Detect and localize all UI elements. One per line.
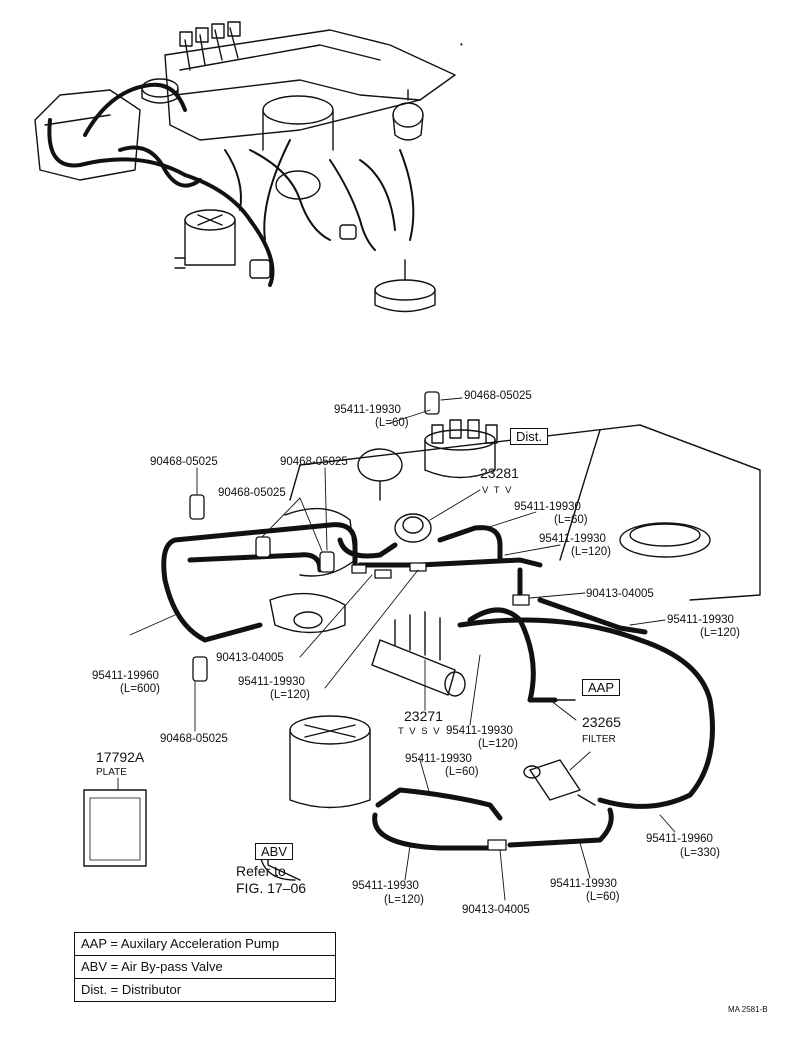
dist-tag: Dist. bbox=[510, 428, 548, 445]
hose-center-number: 95411-19930 bbox=[238, 676, 305, 688]
hose-clips bbox=[189, 391, 440, 682]
hose-bottom-left-length: (L=120) bbox=[384, 894, 424, 906]
abv-tag: ABV bbox=[255, 843, 294, 860]
hose-right-lower-number: 95411-19930 bbox=[667, 614, 734, 626]
aap-tag: AAP bbox=[582, 679, 621, 696]
hose-right-lower-length: (L=120) bbox=[700, 627, 740, 639]
hose-tvsv-number: 95411-19930 bbox=[446, 725, 513, 737]
clip-center-label: 90468-05025 bbox=[280, 456, 348, 468]
hose-abv-top-length: (L=60) bbox=[445, 766, 479, 778]
hose-top-length: (L=60) bbox=[375, 417, 409, 429]
legend-row-abv: ABV = Air By-pass Valve bbox=[75, 956, 335, 979]
vtv-number: 23281 bbox=[480, 465, 519, 481]
hose-bottom-left-number: 95411-19930 bbox=[352, 880, 419, 892]
clip-top-label: 90468-05025 bbox=[464, 390, 532, 402]
plate-number: 17792A bbox=[96, 749, 145, 765]
hose-right-upper-length: (L=120) bbox=[571, 546, 611, 558]
vacuum-hoses bbox=[161, 522, 715, 851]
hose-center-length: (L=120) bbox=[270, 689, 310, 701]
filter-number: 23265 bbox=[582, 714, 621, 730]
legend-row-aap: AAP = Auxilary Acceleration Pump bbox=[75, 933, 335, 956]
plate-name: PLATE bbox=[96, 767, 127, 778]
hose-long-right-number: 95411-19960 bbox=[646, 833, 713, 845]
tvsv-number: 23271 bbox=[404, 708, 443, 724]
tee-left-label: 90413-04005 bbox=[216, 652, 284, 664]
engine-overview-illustration bbox=[34, 21, 456, 313]
engine-body-outline bbox=[83, 419, 761, 881]
hose-top-number: 95411-19930 bbox=[334, 404, 401, 416]
svg-text:•: • bbox=[460, 40, 463, 49]
filter-name: FILTER bbox=[582, 734, 616, 745]
figure-id: MA 2581-B bbox=[728, 1005, 768, 1014]
clip-bottom-label: 90468-05025 bbox=[160, 733, 228, 745]
hose-vtv-right-number: 95411-19930 bbox=[514, 501, 581, 513]
clip-left-label: 90468-05025 bbox=[150, 456, 218, 468]
hose-right-upper-number: 95411-19930 bbox=[539, 533, 606, 545]
hose-tvsv-length: (L=120) bbox=[478, 738, 518, 750]
tvsv-name: T V S V bbox=[398, 726, 442, 737]
tee-bottom-label: 90413-04005 bbox=[462, 904, 530, 916]
hose-couplers bbox=[351, 562, 530, 851]
clip-mid-label: 90468-05025 bbox=[218, 487, 286, 499]
hose-long-right-length: (L=330) bbox=[680, 847, 720, 859]
refer-line-2: FIG. 17–06 bbox=[236, 880, 307, 896]
vtv-name: V T V bbox=[482, 485, 513, 496]
abbreviation-legend: AAP = Auxilary Acceleration Pump ABV = A… bbox=[74, 932, 336, 1002]
hose-abv-top-number: 95411-19930 bbox=[405, 753, 472, 765]
hose-bottom-right-number: 95411-19930 bbox=[550, 878, 617, 890]
hose-long-left-length: (L=600) bbox=[120, 683, 160, 695]
refer-line-1: Refer to bbox=[236, 863, 286, 879]
hose-vtv-right-length: (L=60) bbox=[554, 514, 588, 526]
legend-row-dist: Dist. = Distributor bbox=[81, 982, 182, 997]
tee-right-label: 90413-04005 bbox=[586, 588, 654, 600]
hose-long-left-number: 95411-19960 bbox=[92, 670, 159, 682]
hose-bottom-right-length: (L=60) bbox=[586, 891, 620, 903]
leader-lines bbox=[117, 397, 676, 901]
